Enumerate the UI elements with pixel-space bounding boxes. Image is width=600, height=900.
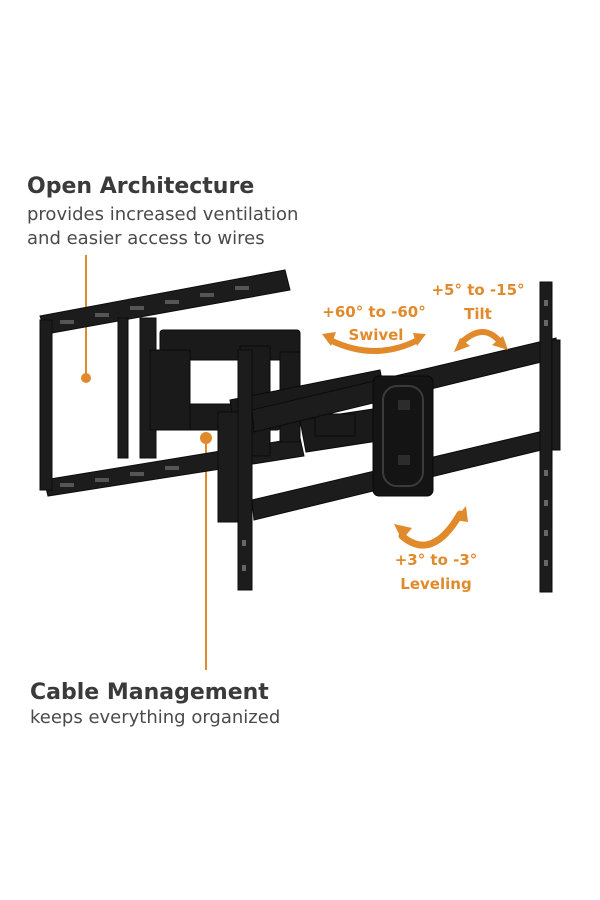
tilt-range-label: +5° to -15° bbox=[431, 281, 525, 299]
cable-management-desc: keeps everything organized bbox=[30, 707, 281, 728]
leader-dot-open-architecture bbox=[81, 373, 91, 383]
leveling-label: Leveling bbox=[400, 575, 472, 593]
open-architecture-title: Open Architecture bbox=[27, 174, 255, 199]
tilt-label: Tilt bbox=[464, 305, 492, 323]
swivel-range-label: +60° to -60° bbox=[322, 303, 426, 321]
leveling-range-label: +3° to -3° bbox=[394, 551, 478, 569]
right-tv-bracket bbox=[539, 281, 561, 593]
swivel-label: Swivel bbox=[348, 326, 404, 344]
left-tv-bracket bbox=[217, 349, 253, 591]
tilt-arrow-icon bbox=[459, 329, 503, 345]
open-architecture-desc-1: provides increased ventilation bbox=[27, 204, 299, 225]
leveling-arrow-icon bbox=[398, 510, 464, 549]
cable-management-title: Cable Management bbox=[30, 680, 269, 705]
swivel-arrow-icon bbox=[327, 337, 421, 354]
leader-dot-cable-management bbox=[200, 432, 212, 444]
open-architecture-desc-2: and easier access to wires bbox=[27, 228, 265, 249]
swivel-block bbox=[372, 375, 434, 497]
